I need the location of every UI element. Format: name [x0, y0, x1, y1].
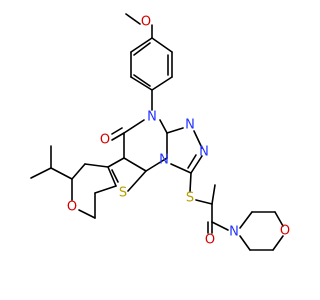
bond — [166, 127, 184, 134]
atom-label-o_ketone: O — [205, 233, 215, 248]
bond — [187, 154, 197, 169]
bond — [111, 169, 119, 183]
atom-label-n_fused: N — [159, 153, 169, 168]
bond — [71, 163, 86, 180]
bond — [195, 199, 213, 205]
bond — [130, 37, 153, 53]
molecule-diagram: O N O N N N S S O O N O — [30, 13, 290, 251]
bond — [125, 13, 141, 25]
bond — [133, 74, 151, 87]
bond — [130, 76, 153, 91]
bond — [123, 157, 147, 172]
bond — [50, 167, 73, 180]
atom-label-o_morpholine: O — [280, 224, 290, 239]
atom-label-n_triazole_a: N — [185, 118, 195, 133]
molecule-svg: O N O N N N S S O O N O — [30, 13, 290, 251]
bond — [151, 37, 173, 53]
bond — [274, 211, 284, 227]
bond — [107, 157, 125, 168]
atom-label-n_morpholine: N — [229, 225, 239, 240]
atom-label-s_thiophene: S — [119, 186, 127, 201]
bond — [78, 209, 96, 219]
atom-label-s_thioether: S — [186, 191, 194, 206]
bond — [133, 42, 151, 56]
atom-label-n_amide: N — [147, 110, 157, 125]
bond — [123, 119, 145, 134]
bond — [111, 127, 123, 135]
atom-label-o_carbonyl: O — [100, 133, 110, 148]
bond — [151, 76, 173, 91]
atom-label-o_pyran: O — [67, 200, 77, 215]
bond — [239, 235, 251, 251]
bond — [163, 157, 168, 161]
atom-label-o_methoxy: O — [141, 15, 151, 30]
bond — [30, 167, 52, 179]
atom-label-n_triazole_b: N — [199, 145, 209, 160]
bond — [239, 211, 253, 229]
bond — [170, 163, 192, 174]
bond — [211, 221, 229, 231]
bond — [211, 184, 216, 205]
bond — [111, 132, 125, 141]
bond — [107, 166, 117, 187]
bond — [84, 163, 109, 168]
atom-labels: O N O N N N S S O O N O — [67, 15, 290, 248]
bond — [189, 172, 192, 193]
bond — [127, 170, 147, 192]
bond-lines — [30, 13, 284, 251]
bond — [159, 119, 168, 134]
bond — [94, 185, 117, 194]
bond — [272, 235, 284, 251]
bond — [190, 155, 203, 174]
bond — [193, 130, 203, 149]
